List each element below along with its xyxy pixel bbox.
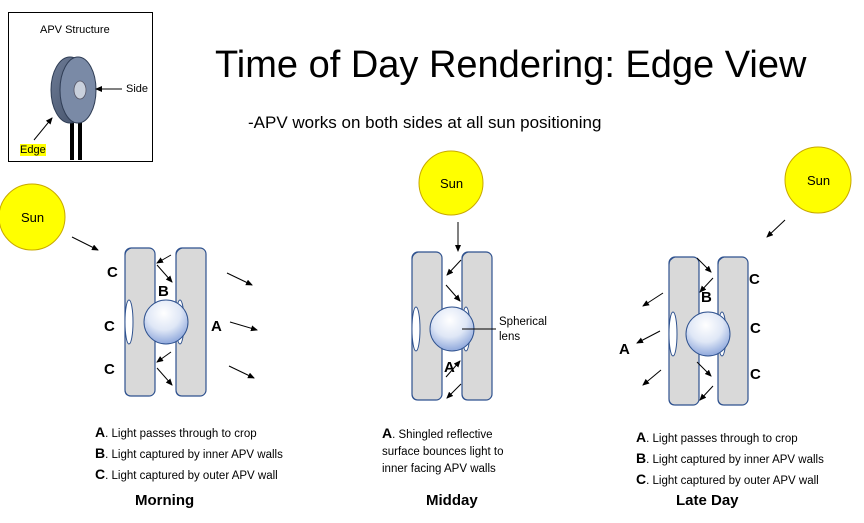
lateday-legend-a: A. Light passes through to crop <box>636 429 798 445</box>
lateday-label-c-bot: C <box>750 366 761 383</box>
midday-phase-label: Midday <box>426 492 478 509</box>
morning-legend-b: B. Light captured by inner APV walls <box>95 445 283 461</box>
lateday-label-a: A <box>619 341 630 358</box>
lateday-phase-label: Late Day <box>676 492 739 509</box>
lateday-legend-c: C. Light captured by outer APV wall <box>636 471 819 487</box>
inset-side-label: Side <box>126 83 149 95</box>
sun-midday-label: Sun <box>440 176 464 191</box>
sun-midday <box>418 150 484 216</box>
inset-lens <box>73 80 87 100</box>
morning-lens-slot-left <box>124 299 134 345</box>
midday-label-a: A <box>444 359 455 376</box>
morning-label-a: A <box>211 318 222 335</box>
morning-label-c-bot: C <box>104 361 115 378</box>
morning-legend: A. Light passes through to crop B. Light… <box>95 423 283 486</box>
morning-phase-label: Morning <box>135 492 195 509</box>
lateday-label-c-top: C <box>749 271 760 288</box>
inset-frame <box>8 12 153 162</box>
sun-lateday <box>784 146 852 214</box>
midday-lens-label: Spherical lens <box>499 316 547 343</box>
lateday-label-c-mid: C <box>750 320 761 337</box>
midday-legend: A. Shingled reflective surface bounces l… <box>382 425 504 475</box>
lateday-legend: A. Light passes through to crop B. Light… <box>636 428 824 491</box>
lateday-label-b: B <box>701 289 712 306</box>
midday-apv <box>411 222 496 401</box>
morning-label-c-top: C <box>107 264 118 281</box>
inset-title: APV Structure <box>40 24 110 36</box>
sun-morning <box>0 183 66 251</box>
lateday-lens <box>685 311 731 357</box>
lateday-legend-b: B. Light captured by inner APV walls <box>636 450 824 466</box>
morning-legend-a: A. Light passes through to crop <box>95 424 257 440</box>
inset-post-right <box>78 100 82 160</box>
morning-label-b: B <box>158 283 169 300</box>
lateday-apv <box>636 219 786 406</box>
inset-post-left <box>70 100 74 160</box>
morning-apv <box>71 236 258 397</box>
morning-lens <box>143 299 189 345</box>
sun-morning-label: Sun <box>21 210 45 225</box>
inset-apv-drawing <box>33 56 122 160</box>
inset-edge-arrow <box>33 117 53 141</box>
inset-edge-label: Edge <box>20 144 46 156</box>
morning-legend-c: C. Light captured by outer APV wall <box>95 466 278 482</box>
sun-lateday-label: Sun <box>807 173 831 188</box>
morning-label-c-mid: C <box>104 318 115 335</box>
page-title: Time of Day Rendering: Edge View <box>215 44 807 86</box>
subtitle: -APV works on both sides at all sun posi… <box>248 113 602 132</box>
